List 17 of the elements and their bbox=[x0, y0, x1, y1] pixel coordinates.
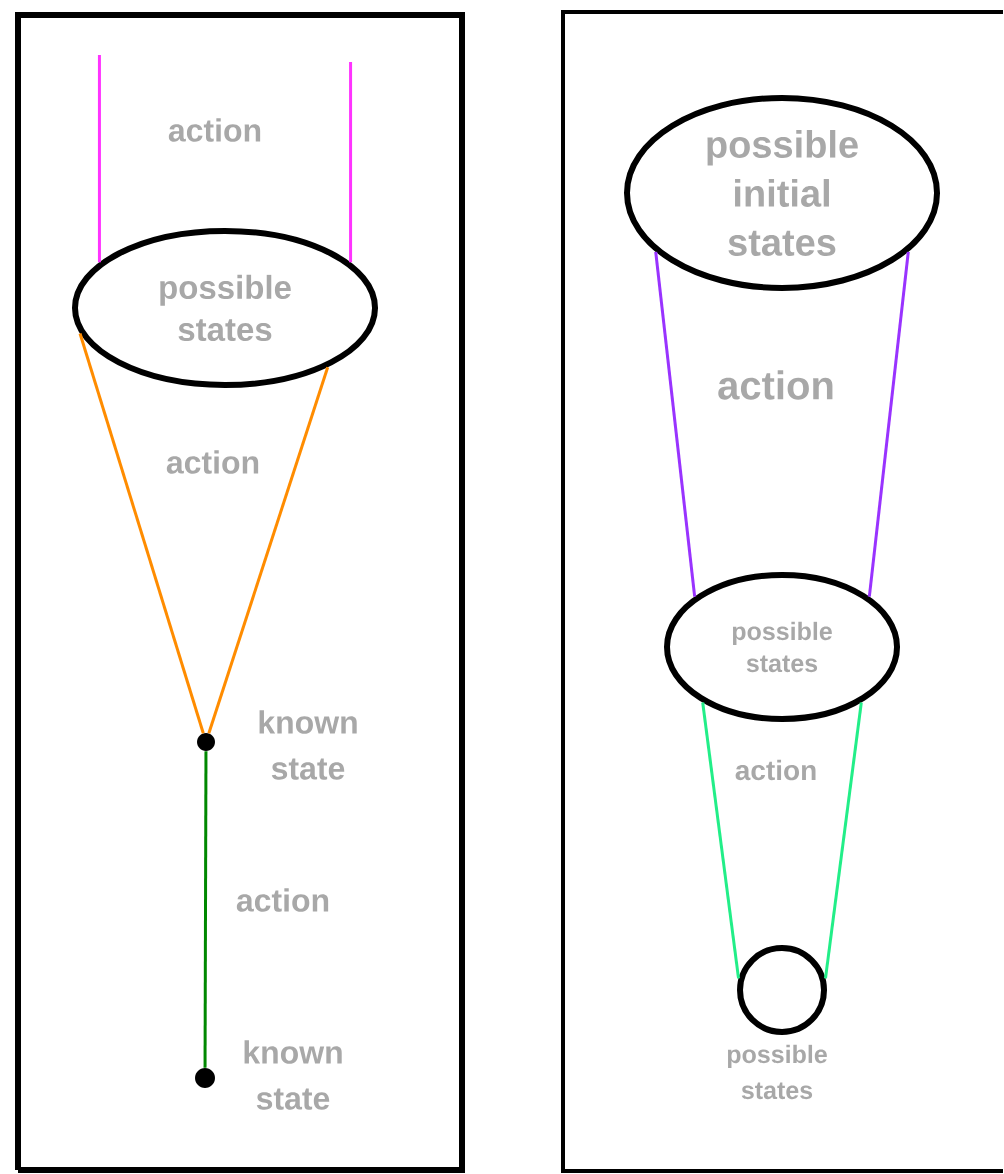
connector-line bbox=[349, 62, 353, 263]
connector-line bbox=[78, 333, 205, 734]
connector-line bbox=[207, 366, 330, 734]
connector-line bbox=[654, 251, 697, 597]
action-label: action bbox=[735, 759, 816, 781]
state-label: known state bbox=[244, 1040, 342, 1110]
action-label: action bbox=[236, 888, 329, 912]
connector-line bbox=[867, 251, 910, 597]
connector-line bbox=[97, 55, 101, 263]
action-label: action bbox=[718, 370, 833, 400]
state-label: known state bbox=[259, 710, 357, 780]
action-label: action bbox=[166, 450, 259, 474]
connector-line bbox=[203, 751, 208, 1068]
connector-line bbox=[701, 702, 741, 979]
action-label: action bbox=[168, 118, 261, 142]
state-label: possible states bbox=[727, 1044, 827, 1100]
connector-line bbox=[824, 702, 863, 979]
